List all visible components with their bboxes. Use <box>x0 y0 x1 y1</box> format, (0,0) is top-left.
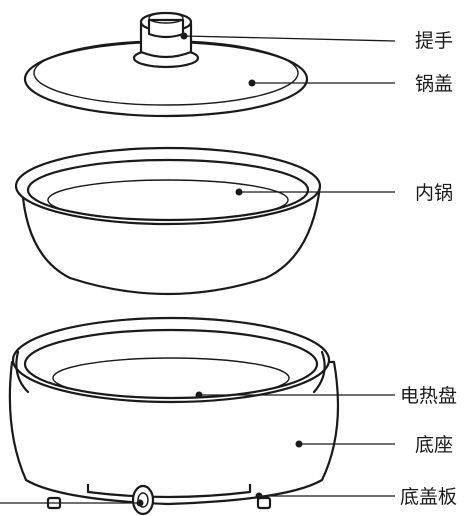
lid-handle <box>132 11 200 69</box>
label-handle: 提手 <box>415 30 453 52</box>
leader-lines <box>0 32 396 507</box>
label-heating-plate: 电热盘 <box>400 385 457 407</box>
label-bottom-cover: 底盖板 <box>400 486 457 508</box>
label-inner-pot: 内锅 <box>415 182 453 204</box>
label-lid: 锅盖 <box>415 73 453 95</box>
inner-pot <box>14 146 322 296</box>
label-base: 底座 <box>415 434 453 456</box>
base <box>8 316 340 516</box>
